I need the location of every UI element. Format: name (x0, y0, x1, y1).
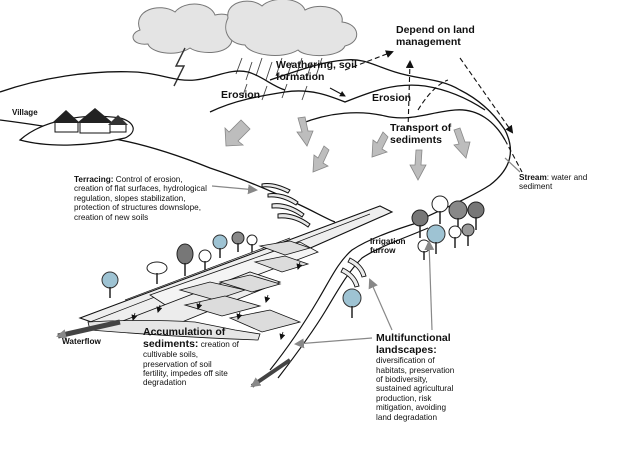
tree-icon (101, 271, 119, 298)
multifunctional-label: Multifunctional landscapes: diversificat… (376, 332, 455, 422)
irrigation-furrow-label: Irrigation furrow (370, 237, 406, 256)
tree-icon (212, 234, 228, 258)
erosion-right-label: Erosion (372, 92, 412, 104)
tree-icon (426, 224, 446, 254)
village-illustration (18, 108, 134, 146)
tree-icon (411, 209, 429, 238)
terracing-line-2: regulation, slopes stabilization, (74, 193, 186, 203)
tree-icon (246, 234, 258, 252)
terrace-flow-arrows (131, 261, 303, 340)
storm-cloud-right (225, 0, 358, 56)
terrace-walls (261, 183, 311, 228)
trees (101, 195, 485, 318)
stream-label: Stream: water and sediment (519, 173, 588, 192)
terracing-line-0: Control of erosion, (113, 175, 183, 184)
terracing-title: Terracing: (74, 175, 114, 184)
tree-icon (448, 225, 462, 248)
weathering-arrow (329, 87, 346, 97)
lightning-icon (173, 47, 186, 87)
tree-icon (198, 249, 212, 270)
tree-icon (342, 288, 362, 318)
erosion-left-label: Erosion (221, 89, 261, 101)
stream-outflow-arrow (250, 358, 292, 388)
tree-icon (176, 243, 194, 276)
depend-on-land-management-label: Depend on land management (396, 24, 475, 49)
waterflow-arrow (56, 319, 121, 340)
terracing-label: Terracing: Control of erosion, creation … (74, 175, 254, 222)
terracing-line-1: creation of flat surfaces, hydrological (74, 184, 207, 194)
transport-of-sediments-label: Transport of sediments (390, 122, 452, 147)
tree-icon (461, 223, 475, 246)
irrigation-furrow (340, 257, 367, 288)
tree-icon (467, 201, 485, 230)
terracing-line-4: creation of new soils (74, 212, 149, 222)
terracing-line-3: protection of structures downslope, (74, 203, 201, 213)
storm-cloud-left (132, 3, 239, 54)
annotation-arrows (211, 157, 521, 349)
rain-streaks (235, 57, 323, 101)
weathering-label: Weathering, soil formation (276, 59, 357, 84)
erosion-arrows (224, 116, 471, 181)
management-dashed-arrows (344, 50, 523, 173)
stream-title: Stream (519, 173, 547, 182)
tree-icon (231, 231, 245, 252)
tree-icon (146, 261, 168, 284)
accumulation-label: Accumulation of sediments: creation of c… (143, 326, 239, 388)
village-label: Village (12, 108, 38, 117)
waterflow-label: Waterflow (62, 337, 101, 346)
tree-icon (417, 239, 431, 260)
terraced-valley (78, 205, 394, 341)
tree-icon (431, 195, 449, 224)
